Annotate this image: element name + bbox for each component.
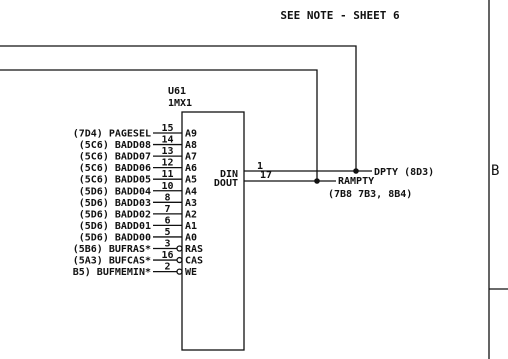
input-pin-number: 8: [164, 192, 170, 203]
input-pin-name: A3: [185, 198, 197, 209]
input-pin-number: 15: [161, 123, 173, 134]
inversion-bubble: [176, 245, 183, 252]
input-signal-label: (5A3) BUFCAS*: [73, 256, 151, 267]
pin-name-dout: DOUT: [214, 178, 238, 189]
input-pin-number: 3: [164, 239, 170, 250]
inversion-bubble: [176, 268, 183, 275]
input-pin-name: A8: [185, 140, 197, 151]
input-signal-label: (5C6) BADD05: [79, 175, 151, 186]
net-dout: RAMPTY: [338, 176, 374, 187]
input-pin-number: 12: [161, 158, 173, 169]
junction-din: [353, 168, 359, 174]
inversion-bubble: [176, 256, 183, 264]
input-signal-label: (5C6) BADD08: [79, 140, 151, 151]
input-signal-label: (5D6) BADD01: [79, 221, 151, 232]
input-pin-name: A7: [185, 152, 197, 163]
wire-din-feedback: [0, 45, 357, 171]
sheet-note: SEE NOTE - SHEET 6: [280, 9, 400, 22]
input-pin-name: A6: [185, 163, 197, 174]
input-pin-number: 6: [164, 215, 170, 226]
input-pin-number: 13: [161, 146, 173, 157]
input-signal-label: (5D6) BADD03: [79, 198, 151, 209]
input-signal-label: B5) BUFMEMIN*: [73, 267, 151, 278]
input-pin-number: 2: [164, 262, 170, 273]
input-signal-label: (5D6) BADD02: [79, 209, 151, 220]
input-pin-name: A5: [185, 175, 197, 186]
input-pin-name: A2: [185, 209, 197, 220]
pin-name-din: DIN: [220, 169, 238, 180]
input-pin-name: WE: [185, 267, 197, 278]
input-signal-label: (5B6) BUFRAS*: [73, 244, 151, 255]
zone-letter: B: [491, 163, 499, 179]
input-pin-name: A0: [185, 232, 197, 243]
input-pin-name: CAS: [185, 256, 203, 267]
wire-dout-feedback: [0, 69, 318, 181]
net-din: DPTY (8D3): [374, 167, 434, 178]
input-pin-name: RAS: [185, 244, 203, 255]
input-signal-label: (5D6) BADD00: [79, 232, 151, 243]
chip-part: 1MX1: [168, 98, 192, 109]
junction-dout: [314, 178, 320, 184]
input-signal-label: (5C6) BADD07: [79, 152, 151, 163]
input-pin-number: 5: [164, 227, 170, 238]
chip-ref: U61: [168, 86, 186, 97]
pin-number-din: 1: [257, 161, 263, 172]
net-dout-refs: (7B8 7B3, 8B4): [328, 189, 412, 200]
input-signal-label: (5D6) BADD04: [79, 186, 151, 197]
input-pin-number: 11: [161, 169, 173, 180]
input-pin-name: A9: [185, 129, 197, 140]
input-pin-number: 10: [161, 181, 173, 192]
input-pin-number: 16: [161, 250, 173, 261]
input-pin-number: 14: [161, 135, 173, 146]
pin-number-dout: 17: [260, 170, 272, 181]
input-signal-label: (5C6) BADD06: [79, 163, 151, 174]
input-pin-name: A1: [185, 221, 197, 232]
input-signal-label: (7D4) PAGESEL: [73, 129, 151, 140]
chip-body: [181, 111, 245, 351]
input-pin-number: 7: [164, 204, 170, 215]
input-pin-name: A4: [185, 186, 197, 197]
